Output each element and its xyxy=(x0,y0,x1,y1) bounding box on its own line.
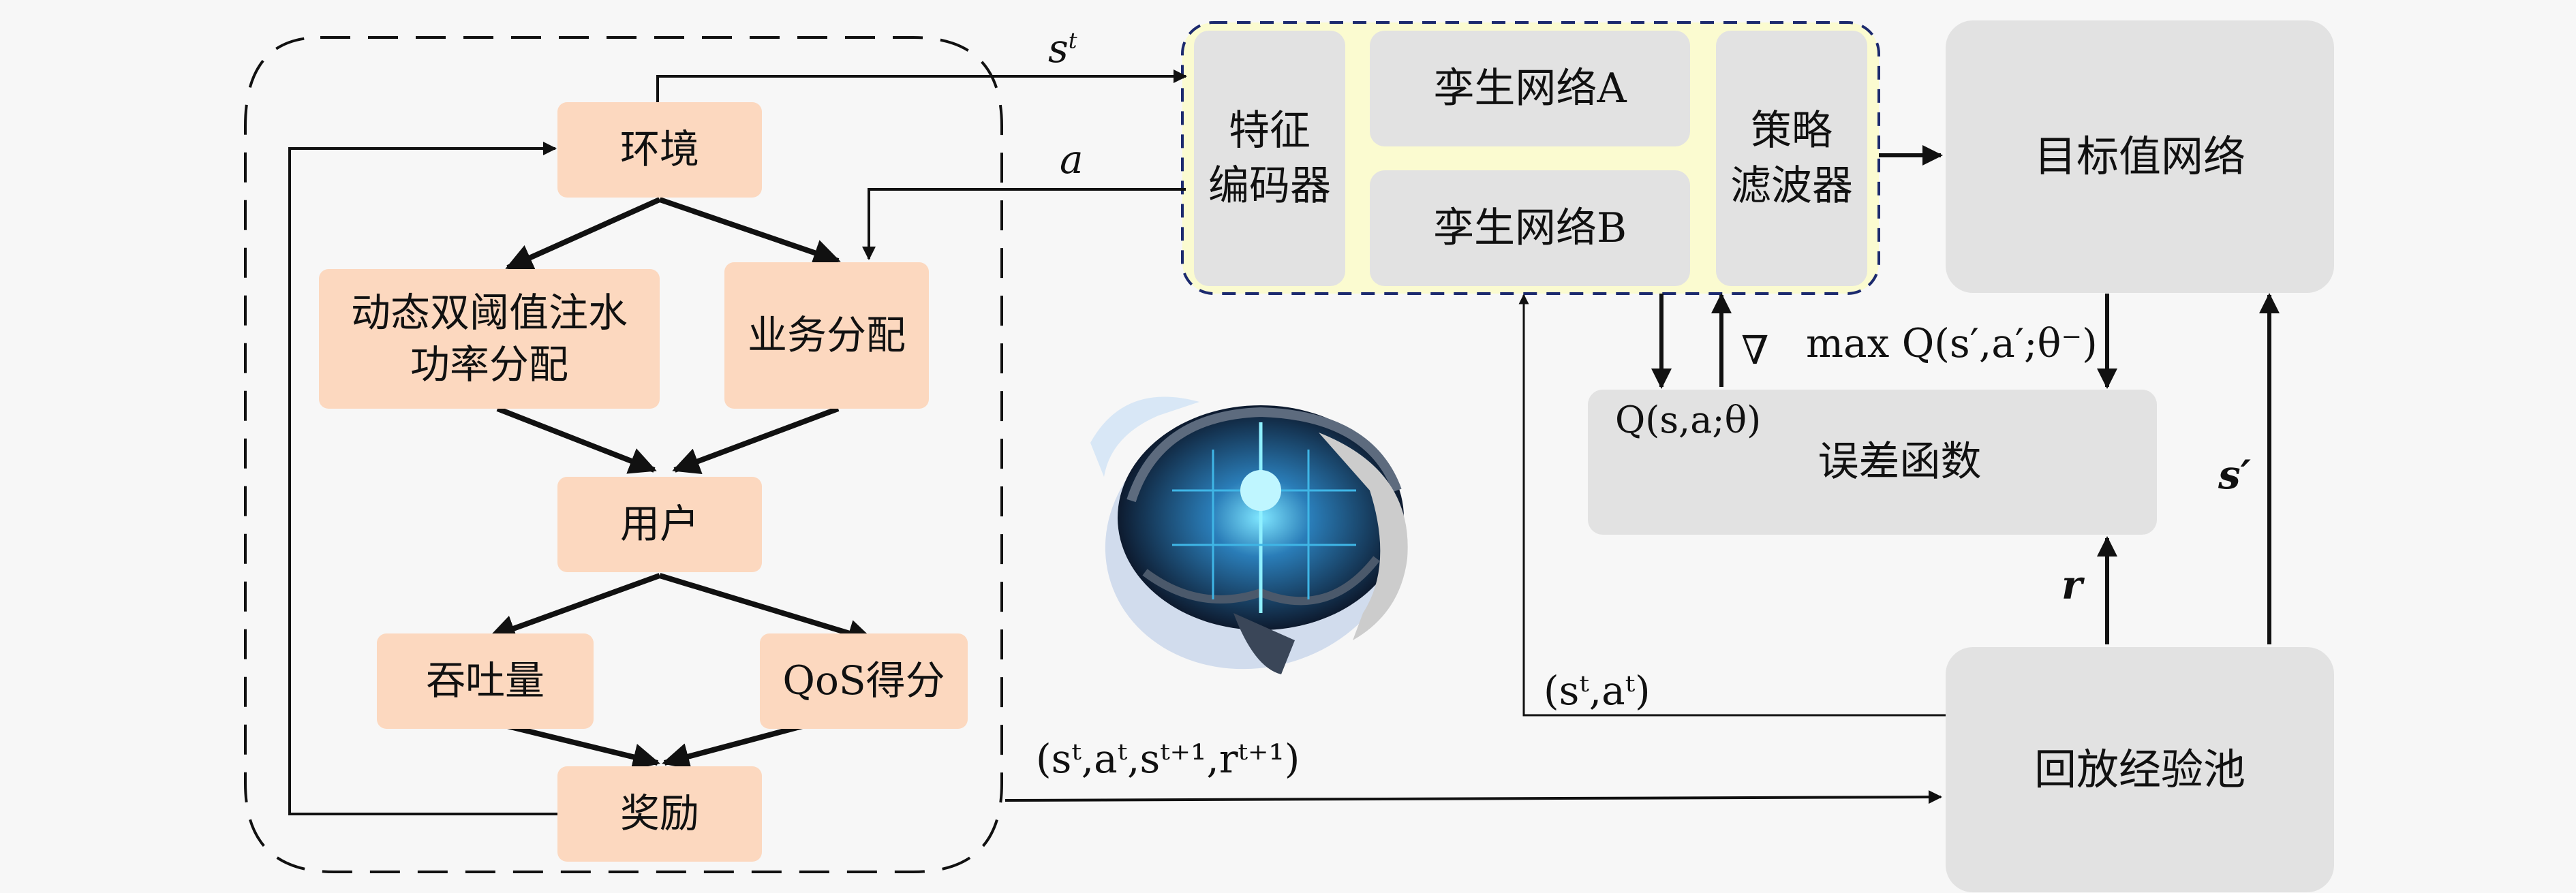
feature-encoder-node-label: 特征 编码器 xyxy=(1208,106,1331,210)
twin-network-a-node: 孪生网络A xyxy=(1370,31,1690,146)
reward-signal-label: r xyxy=(2061,562,2083,608)
twin-network-a-node-label: 孪生网络A xyxy=(1433,64,1627,112)
loss-function-node-label: 误差函数 xyxy=(1818,438,1982,486)
target-network-node: 目标值网络 xyxy=(1946,20,2334,293)
twin-network-b-node-label: 孪生网络B xyxy=(1432,204,1627,252)
state-label: st xyxy=(1048,25,1077,72)
action-label: a xyxy=(1060,136,1084,183)
environment-node-label: 环境 xyxy=(619,126,699,173)
reward-node: 奖励 xyxy=(557,766,762,862)
q-value-label: Q(s,a;θ) xyxy=(1615,398,1762,441)
throughput-node: 吞吐量 xyxy=(377,633,594,729)
target-network-node-label: 目标值网络 xyxy=(2034,131,2245,182)
network-panel xyxy=(1181,21,1880,295)
environment-node: 环境 xyxy=(557,102,762,198)
max-q-label: max Q(s′,a′;θ⁻) xyxy=(1806,320,2098,366)
feature-encoder-node: 特征 编码器 xyxy=(1194,31,1345,286)
next-state-label: s′ xyxy=(2218,452,2251,498)
user-node: 用户 xyxy=(557,477,762,572)
replay-buffer-node-label: 回放经验池 xyxy=(2034,745,2245,795)
replay-buffer-node: 回放经验池 xyxy=(1946,647,2334,892)
service-allocation-node: 业务分配 xyxy=(724,262,929,409)
reward-node-label: 奖励 xyxy=(619,790,699,837)
loss-function-node: 误差函数 xyxy=(1588,390,2157,535)
brain-circuit-icon xyxy=(1090,396,1408,674)
qos-score-node: QoS得分 xyxy=(760,633,968,729)
twin-network-b-node: 孪生网络B xyxy=(1370,170,1690,286)
state-action-pair-label: (sᵗ,aᵗ) xyxy=(1544,668,1651,714)
policy-filter-node: 策略 滤波器 xyxy=(1716,31,1867,286)
transition-tuple-label: (sᵗ,aᵗ,sᵗ⁺¹,rᵗ⁺¹) xyxy=(1036,736,1300,782)
user-node-label: 用户 xyxy=(619,501,699,548)
throughput-node-label: 吞吐量 xyxy=(425,657,545,704)
service-allocation-node-label: 业务分配 xyxy=(747,311,906,358)
qos-score-node-label: QoS得分 xyxy=(782,657,945,704)
policy-filter-node-label: 策略 滤波器 xyxy=(1730,106,1853,210)
gradient-label: ∇ xyxy=(1741,327,1769,373)
power-allocation-node-label: 动态双阈值注水 功率分配 xyxy=(350,289,628,388)
power-allocation-node: 动态双阈值注水 功率分配 xyxy=(319,269,660,409)
